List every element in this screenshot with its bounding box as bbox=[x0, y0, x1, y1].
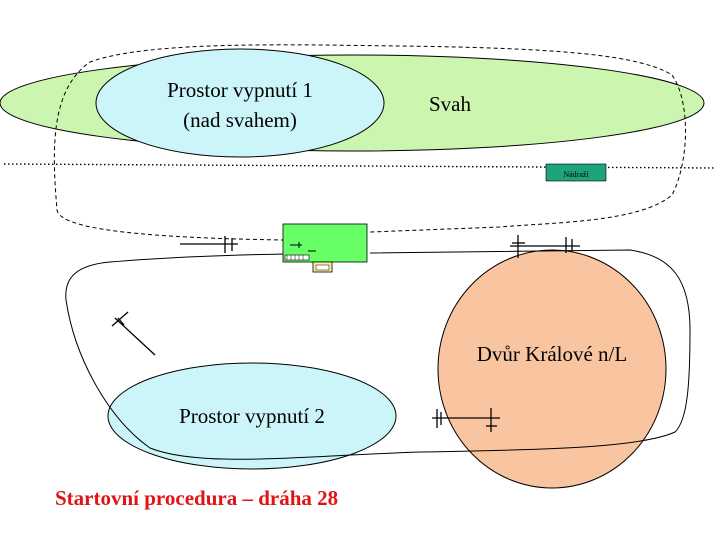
diagram-caption: Startovní procedura – dráha 28 bbox=[55, 486, 338, 510]
zone1-subtitle: (nad svahem) bbox=[183, 108, 297, 132]
town-area bbox=[437, 249, 667, 489]
slope-label: Svah bbox=[429, 92, 472, 116]
release-zone-2 bbox=[107, 362, 397, 470]
railway-line bbox=[3, 163, 717, 169]
tow-plane-icon bbox=[180, 236, 238, 253]
glider-icon bbox=[111, 311, 156, 356]
zone1-title: Prostor vypnutí 1 bbox=[167, 78, 313, 102]
glider-icon bbox=[510, 235, 580, 258]
hangar-icon bbox=[284, 254, 333, 273]
release-zone-1 bbox=[95, 48, 385, 158]
railway-station-icon bbox=[545, 163, 607, 182]
tow-plane-icon bbox=[432, 408, 500, 432]
dashed-flight-path bbox=[53, 44, 686, 241]
station-label: Nádraží bbox=[563, 170, 589, 179]
zone2-label: Prostor vypnutí 2 bbox=[179, 404, 325, 428]
solid-flight-path bbox=[65, 249, 691, 460]
glider-icon bbox=[290, 242, 316, 252]
town-label: Dvůr Králové n/L bbox=[477, 342, 627, 366]
